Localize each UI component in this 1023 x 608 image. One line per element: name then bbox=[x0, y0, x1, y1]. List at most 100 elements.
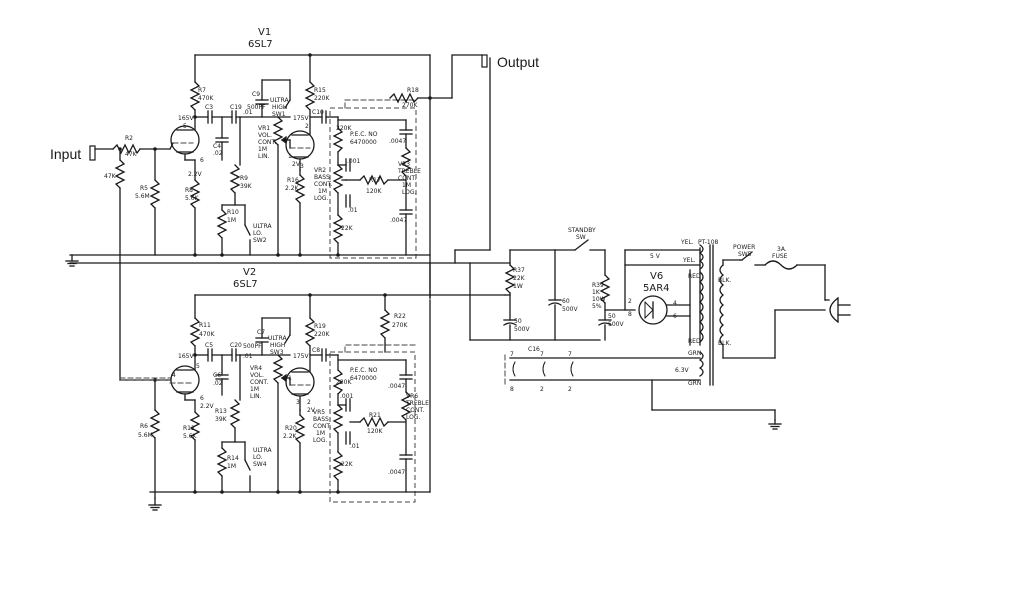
v1a-pin6: 6 bbox=[200, 157, 204, 164]
c4-value: .02 bbox=[213, 150, 223, 157]
v6-rectifier-tube bbox=[638, 295, 668, 325]
sw4-label-1: ULTRA bbox=[253, 447, 272, 454]
r18-resistor bbox=[389, 92, 419, 104]
vr6-label-3: LOG. bbox=[406, 414, 421, 421]
cap50l-label-1: 500V bbox=[514, 326, 530, 333]
pin-top-1: 7 bbox=[510, 351, 514, 358]
ultra-lo-switch-1[interactable] bbox=[244, 204, 251, 256]
vr2-bass-pot[interactable] bbox=[332, 164, 347, 194]
r16-resistor bbox=[294, 174, 306, 204]
vr4-label-3: 1M bbox=[250, 386, 259, 393]
vr5-label-0: VR5 bbox=[313, 409, 325, 416]
v6-pin8: 8 bbox=[628, 311, 632, 318]
five-v-label: 5 V bbox=[650, 253, 661, 260]
cap50r-label-1: 500V bbox=[608, 321, 624, 328]
vr1-volume-pot[interactable] bbox=[272, 116, 291, 146]
c3-ref: C3 bbox=[205, 104, 213, 111]
r9-ref: R9 bbox=[240, 175, 248, 182]
v1-plate-voltage: 165V bbox=[178, 115, 194, 122]
pec1-label-1: 6470000 bbox=[350, 139, 377, 146]
channel-2-preamp: V2 6SL7 R6 5.6M 4 5 6 R11 470K 165V C5 bbox=[119, 267, 506, 511]
pin-bottom-2: 2 bbox=[540, 386, 544, 393]
pin-bottom-3: 2 bbox=[568, 386, 572, 393]
r16-ref: R16 bbox=[287, 177, 299, 184]
vr5-bass-pot[interactable] bbox=[332, 404, 361, 434]
yel-top-label: YEL. bbox=[680, 239, 694, 246]
tone-stack-2-box bbox=[329, 351, 416, 503]
output-jack[interactable] bbox=[451, 54, 491, 251]
r5-resistor bbox=[149, 179, 161, 209]
vr1-label-4: LIN. bbox=[258, 153, 270, 160]
ultra-lo-switch-2[interactable] bbox=[244, 441, 251, 493]
r37-label-1: 22K bbox=[513, 275, 526, 282]
vr1-label-0: VR1 bbox=[258, 125, 270, 132]
v1-tube-name: V1 bbox=[258, 27, 271, 38]
r8-value: 5.6K bbox=[185, 195, 200, 202]
r22k-1: 22K bbox=[341, 225, 354, 232]
r7-ref: R7 bbox=[198, 87, 206, 94]
r22k-2: 22K bbox=[341, 461, 354, 468]
vr6-label-2: CONT. bbox=[406, 407, 424, 414]
output-label: Output bbox=[497, 54, 539, 70]
pec1-label-0: P.E.C. NO bbox=[350, 131, 378, 138]
tone1-220k: 220K bbox=[336, 125, 352, 132]
ultra-high-switch-2[interactable] bbox=[284, 317, 291, 344]
transformer-label: PT-108 bbox=[698, 239, 719, 246]
r10-value: 1M bbox=[227, 217, 236, 224]
c7-value: 500PF bbox=[243, 343, 262, 350]
power-transformer bbox=[698, 244, 725, 386]
red-top-label: RED bbox=[688, 273, 701, 280]
vr5-label-4: LOG. bbox=[313, 437, 328, 444]
r18-value: 270K bbox=[402, 102, 418, 109]
vr1-label-1: VOL. bbox=[258, 132, 272, 139]
sw3-label-3: SW3 bbox=[270, 349, 284, 356]
r22-ref: R22 bbox=[394, 313, 406, 320]
v2b-pin3: 3 bbox=[296, 399, 300, 406]
r14-ref: R14 bbox=[227, 455, 239, 462]
r9-resistor bbox=[229, 164, 241, 194]
c9-ref: C9 bbox=[252, 91, 260, 98]
r20-value: 2.2K bbox=[283, 433, 298, 440]
vr6-label-1: TREBLE bbox=[405, 400, 429, 407]
standby-switch[interactable] bbox=[554, 239, 606, 251]
vr2-label-3: 1M bbox=[318, 188, 327, 195]
vr3-treble-pot[interactable] bbox=[400, 147, 412, 177]
c7-ref: C7 bbox=[257, 329, 265, 336]
r11-value: 470K bbox=[199, 331, 215, 338]
v1b-pin3: 3 bbox=[300, 163, 304, 170]
power-supply: R37 22K 1W 50 500V 60 500V STANDBY SW R3… bbox=[469, 227, 851, 430]
c6-ref: C6 bbox=[213, 372, 221, 379]
r2-resistor bbox=[112, 143, 141, 155]
vr6-treble-pot[interactable] bbox=[400, 391, 412, 421]
c001-1: .001 bbox=[347, 158, 361, 165]
r-22k-1 bbox=[332, 214, 344, 244]
vr3-label-2: CONT. bbox=[398, 175, 416, 182]
r11-ref: R11 bbox=[199, 322, 211, 329]
c0047-bot-1: .0047 bbox=[390, 217, 407, 224]
r6-value: 5.6M bbox=[138, 432, 153, 439]
r17-resistor bbox=[359, 174, 389, 186]
r15-resistor bbox=[304, 81, 316, 111]
r19-value: 220K bbox=[314, 331, 330, 338]
v2-plate-voltage: 165V bbox=[178, 353, 194, 360]
input-shunt-value: 47K bbox=[104, 173, 117, 180]
r12-ref: R12 bbox=[183, 425, 195, 432]
heater-label: 6.3V bbox=[675, 367, 690, 374]
sw2-label-2: LO. bbox=[253, 230, 263, 237]
r17-ref: R17 bbox=[369, 177, 381, 184]
vr2-label-0: VR2 bbox=[314, 167, 326, 174]
r22-value: 270K bbox=[392, 322, 408, 329]
fuse bbox=[764, 260, 798, 270]
cap50r-label-0: 50 bbox=[608, 313, 616, 320]
vr1-label-2: CONT. bbox=[258, 139, 276, 146]
input-jack[interactable] bbox=[89, 145, 114, 161]
c4-ref: C4 bbox=[213, 143, 221, 150]
sw3-label-2: HIGH bbox=[270, 342, 285, 349]
v1a-pin5: 5 bbox=[183, 123, 187, 130]
r14-resistor bbox=[216, 447, 228, 477]
v6-pin4: 4 bbox=[673, 300, 677, 307]
r11-resistor bbox=[189, 317, 201, 347]
r19-ref: R19 bbox=[314, 323, 326, 330]
power-switch[interactable] bbox=[739, 251, 766, 266]
ultra-high-switch-1[interactable] bbox=[284, 79, 291, 109]
